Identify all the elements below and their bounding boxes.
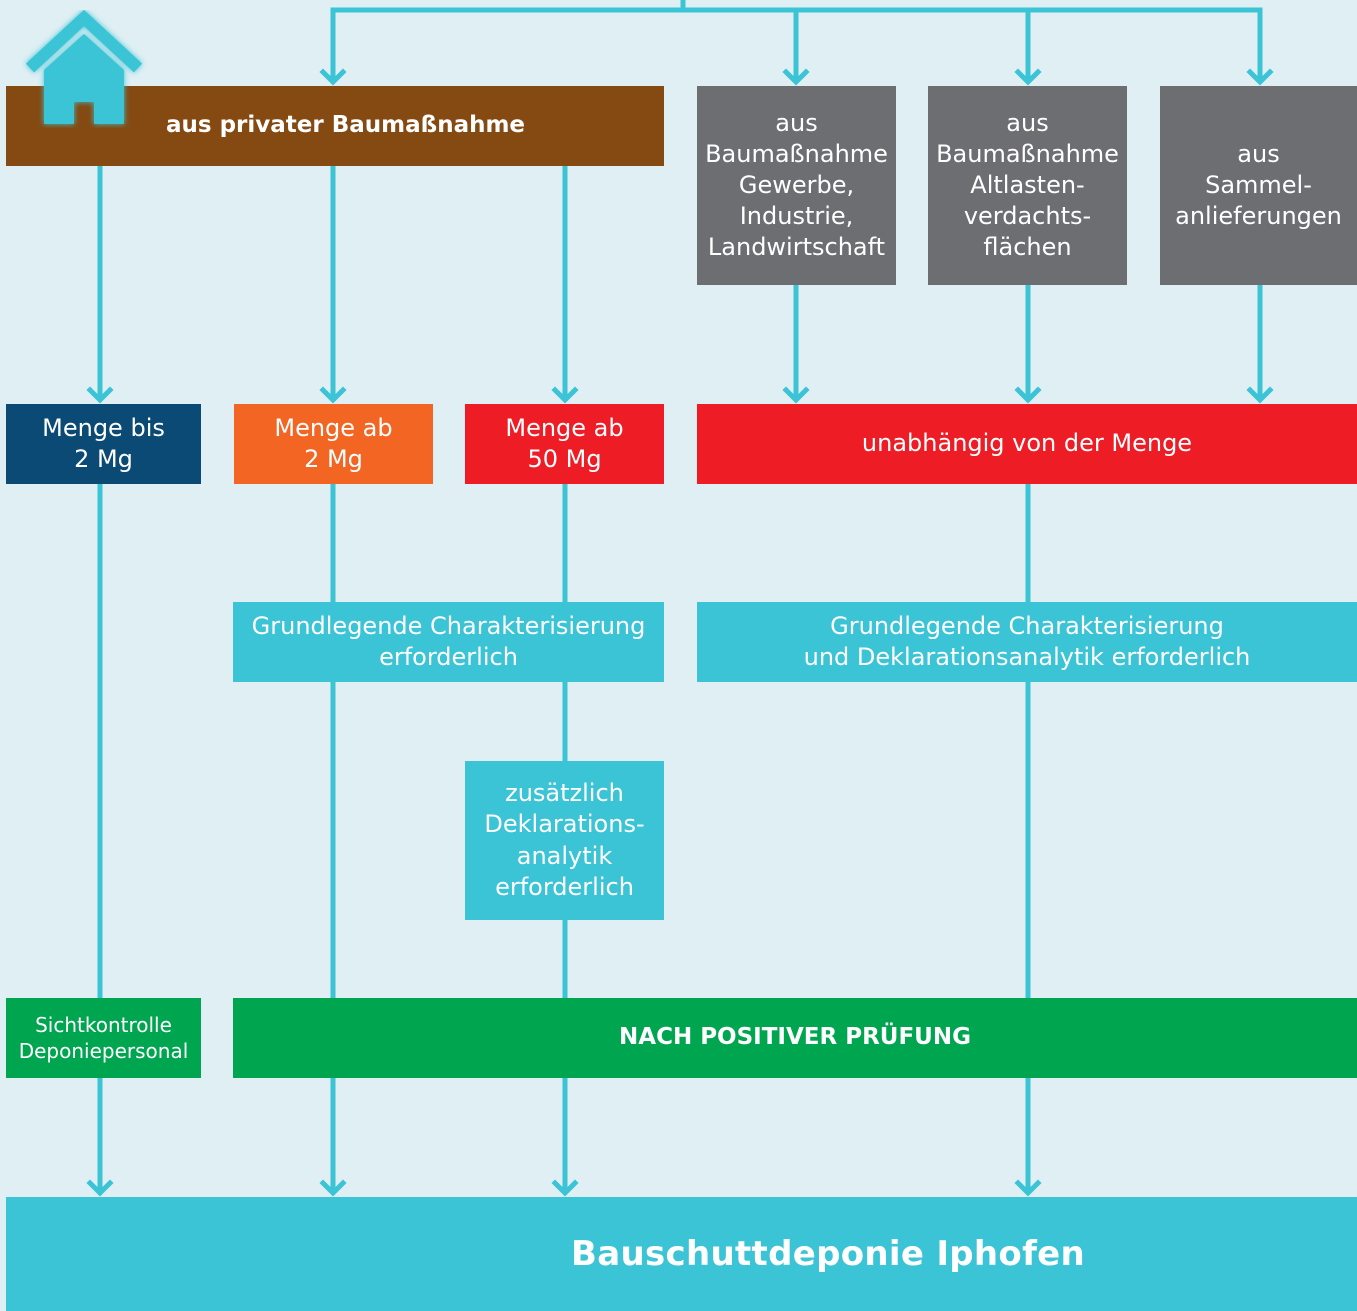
source-contaminated-label: aus Baumaßnahme Altlasten- verdachts- fl… xyxy=(936,108,1119,262)
arrow-down-icon xyxy=(1246,386,1274,404)
char-basic-box: Grundlegende Charakterisierung erforderl… xyxy=(233,602,664,682)
qty-from-2-label: Menge ab 2 Mg xyxy=(274,413,393,473)
arrow-down-icon xyxy=(782,386,810,404)
arrow-down-icon xyxy=(86,386,114,404)
destination-box: Bauschuttdeponie Iphofen xyxy=(6,1197,1357,1311)
char-full-box: Grundlegende Charakterisierung und Dekla… xyxy=(697,602,1357,682)
visual-check-box: Sichtkontrolle Deponiepersonal xyxy=(6,998,201,1078)
house-icon xyxy=(25,10,143,124)
source-private-label: aus privater Baumaßnahme xyxy=(166,112,526,139)
arrow-down-icon xyxy=(551,1179,579,1197)
qty-any-label: unabhängig von der Menge xyxy=(861,429,1193,458)
qty-any-box: unabhängig von der Menge xyxy=(697,404,1357,484)
source-commercial-box: aus Baumaßnahme Gewerbe, Industrie, Land… xyxy=(697,86,896,285)
char-basic-label: Grundlegende Charakterisierung erforderl… xyxy=(251,611,646,671)
arrow-down-icon xyxy=(782,68,810,86)
arrow-down-icon xyxy=(1014,1179,1042,1197)
qty-from-50-box: Menge ab 50 Mg xyxy=(465,404,664,484)
source-collective-box: aus Sammel- anlieferungen xyxy=(1160,86,1357,285)
qty-up-to-2-box: Menge bis 2 Mg xyxy=(6,404,201,484)
qty-up-to-2-label: Menge bis 2 Mg xyxy=(42,413,165,473)
arrow-down-icon xyxy=(319,386,347,404)
after-check-label: NACH POSITIVER PRÜFUNG xyxy=(619,1024,971,1051)
arrow-down-icon xyxy=(86,1179,114,1197)
qty-from-50-label: Menge ab 50 Mg xyxy=(505,413,624,473)
arrow-down-icon xyxy=(551,386,579,404)
char-additional-label: zusätzlich Deklarations- analytik erford… xyxy=(484,779,645,901)
char-full-label: Grundlegende Charakterisierung und Dekla… xyxy=(803,611,1251,671)
source-commercial-label: aus Baumaßnahme Gewerbe, Industrie, Land… xyxy=(705,108,888,262)
destination-label: Bauschuttdeponie Iphofen xyxy=(571,1233,1086,1274)
arrow-down-icon xyxy=(1014,386,1042,404)
char-additional-box: zusätzlich Deklarations- analytik erford… xyxy=(465,761,664,920)
qty-from-2-box: Menge ab 2 Mg xyxy=(234,404,433,484)
source-contaminated-box: aus Baumaßnahme Altlasten- verdachts- fl… xyxy=(928,86,1127,285)
arrow-down-icon xyxy=(319,68,347,86)
visual-check-label: Sichtkontrolle Deponiepersonal xyxy=(18,1013,189,1063)
arrow-down-icon xyxy=(319,1179,347,1197)
source-collective-label: aus Sammel- anlieferungen xyxy=(1175,139,1342,231)
arrow-down-icon xyxy=(1014,68,1042,86)
arrow-down-icon xyxy=(1246,68,1274,86)
after-check-box: NACH POSITIVER PRÜFUNG xyxy=(233,998,1357,1078)
